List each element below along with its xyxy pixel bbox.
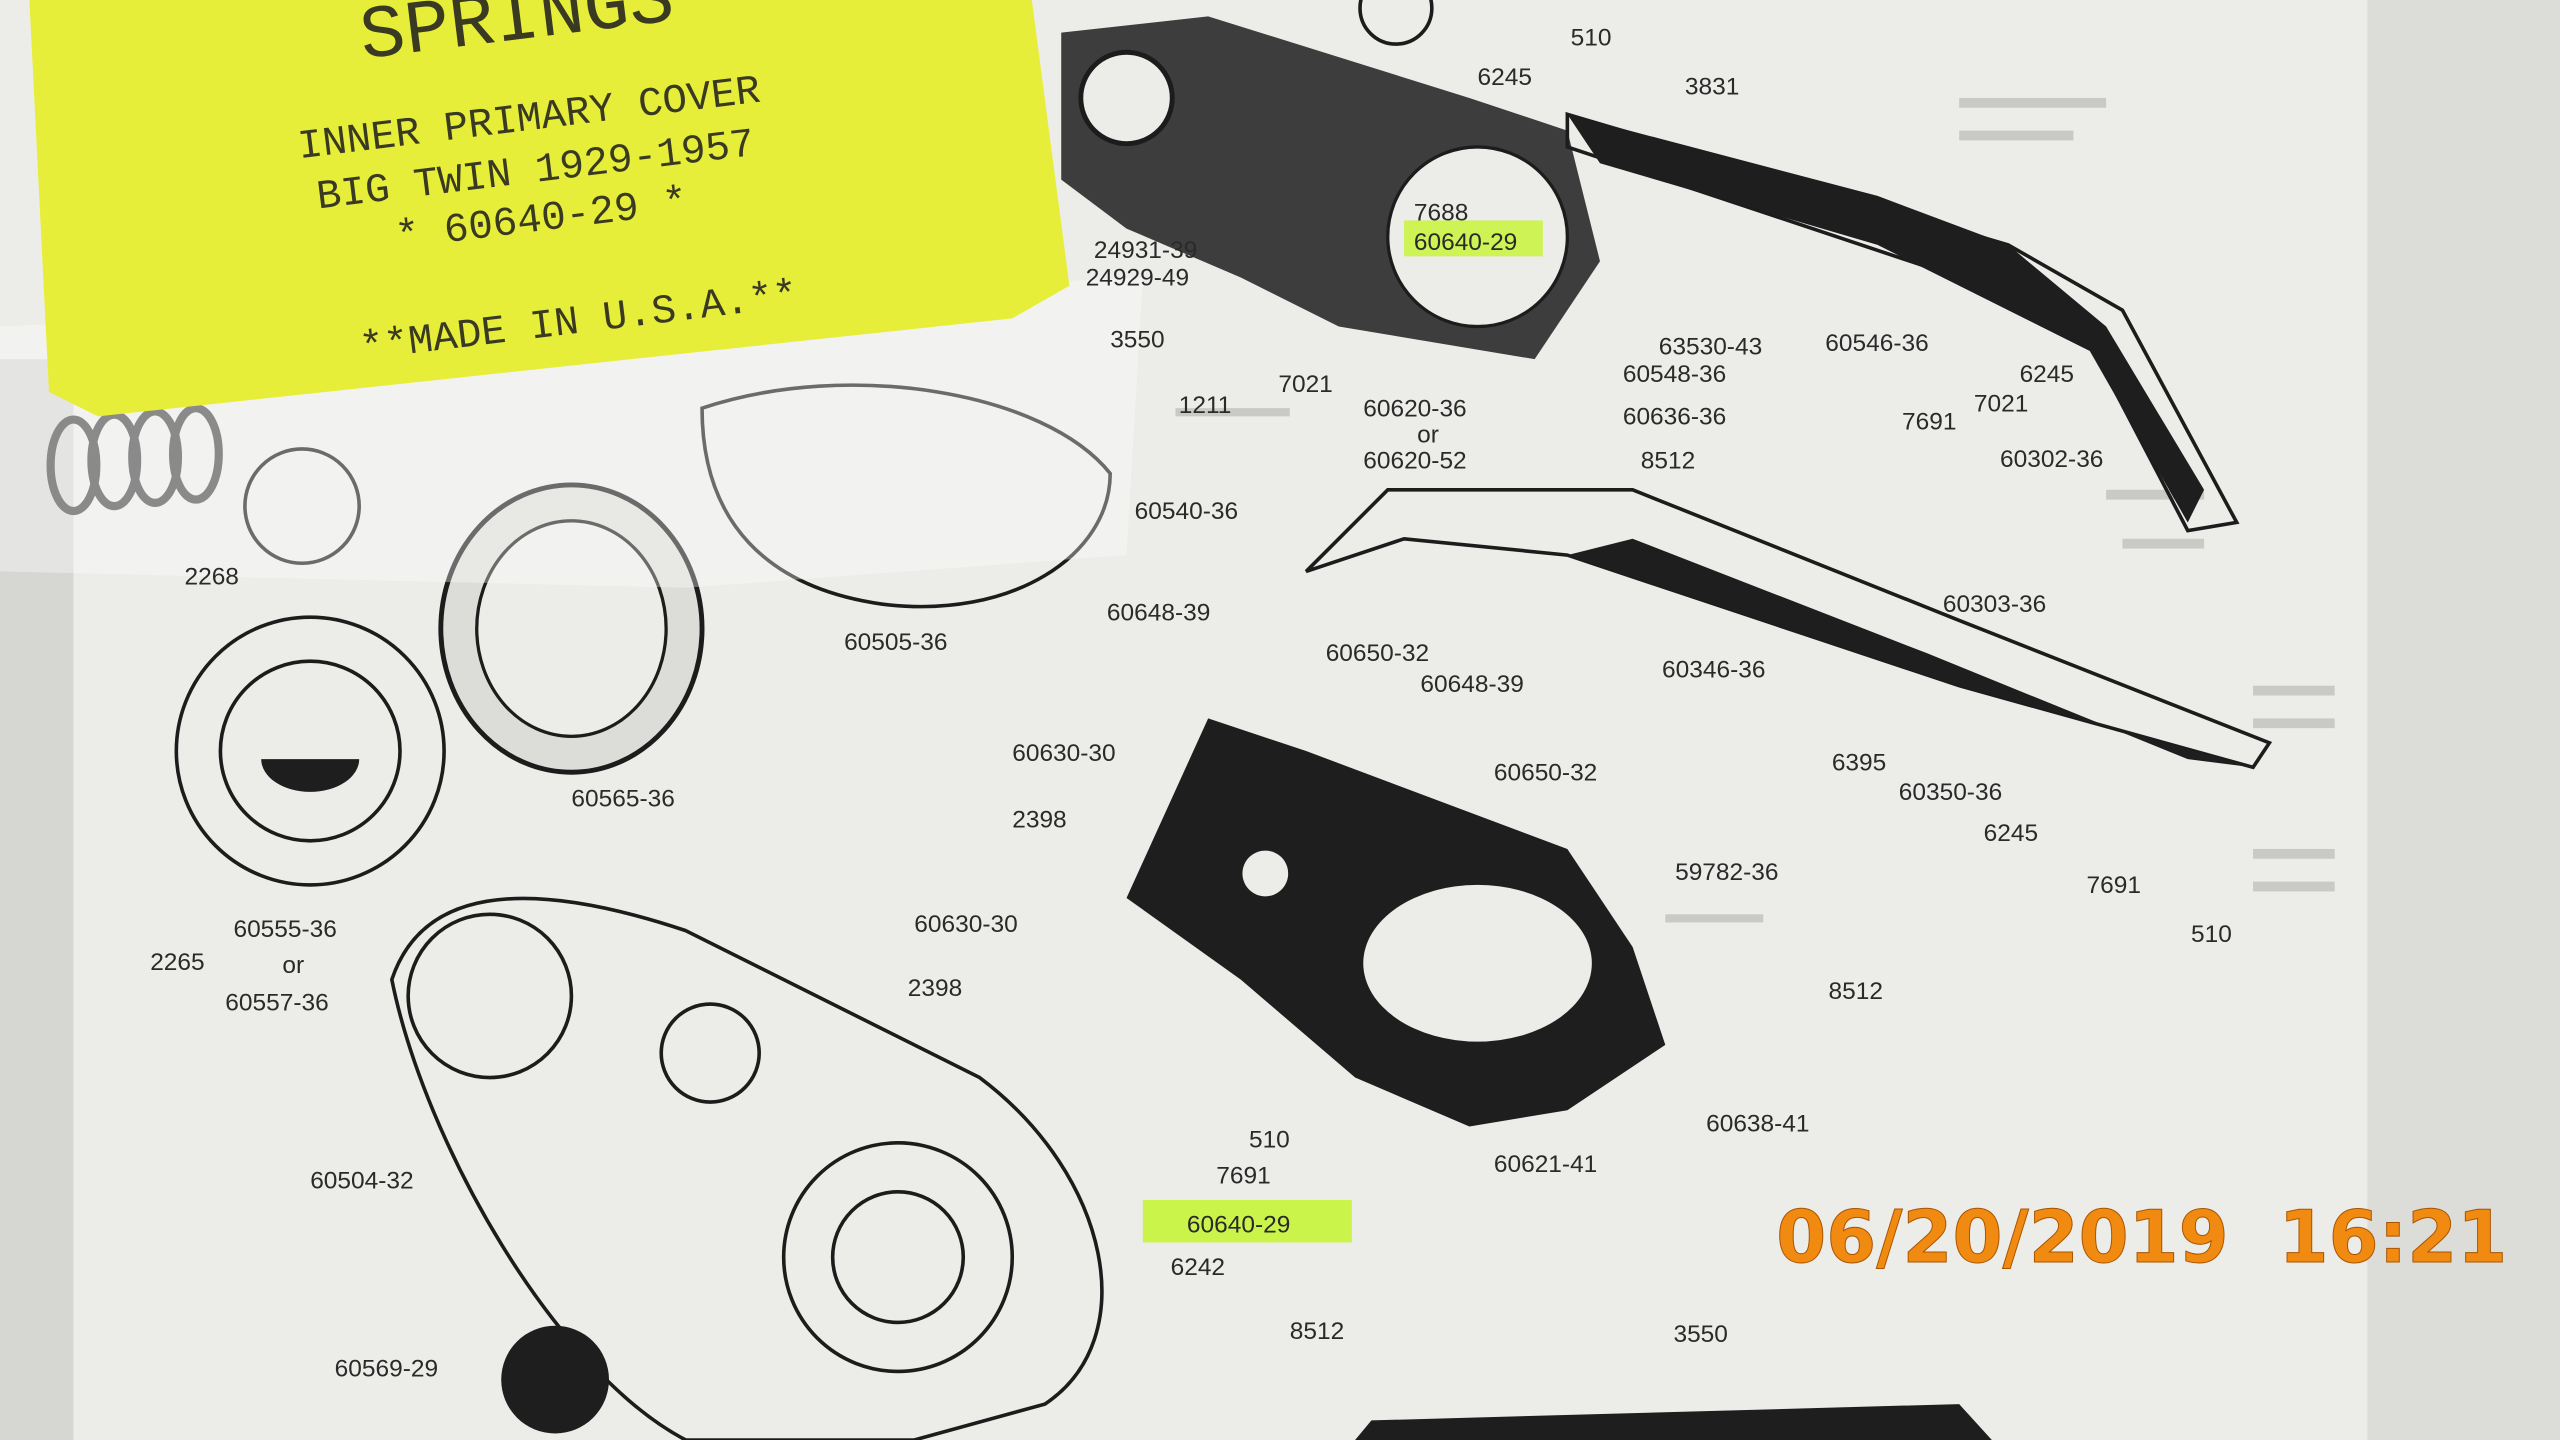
part-label: 60346-36 bbox=[1662, 657, 1765, 684]
part-label: 60555-36 bbox=[233, 916, 336, 943]
part-label: 60621-41 bbox=[1494, 1151, 1597, 1178]
part-label: 59782-36 bbox=[1675, 859, 1778, 886]
springs bbox=[46, 404, 223, 516]
part-label: 60548-36 bbox=[1623, 361, 1726, 388]
part-label: 60546-36 bbox=[1825, 330, 1928, 357]
highlight-bottom bbox=[1142, 1200, 1352, 1243]
part-label: 24931-39 bbox=[1094, 237, 1197, 264]
part-label: 6245 bbox=[1478, 64, 1532, 91]
part-label: 7691 bbox=[1216, 1163, 1270, 1190]
part-label: 60302-36 bbox=[2000, 446, 2103, 473]
part-label: 60504-32 bbox=[310, 1168, 413, 1195]
part-label: 60303-36 bbox=[1943, 591, 2046, 618]
part-label: 2268 bbox=[184, 563, 238, 590]
part-label: 510 bbox=[2191, 921, 2232, 948]
part-label: 60565-36 bbox=[571, 786, 674, 813]
part-label: 8512 bbox=[1641, 448, 1695, 475]
part-label: 8512 bbox=[1829, 978, 1883, 1005]
part-label: 3550 bbox=[1673, 1321, 1727, 1348]
part-label: 60350-36 bbox=[1899, 779, 2002, 806]
part-label: 2398 bbox=[1012, 807, 1066, 834]
part-label: 7021 bbox=[1974, 390, 2028, 417]
part-label: 60540-36 bbox=[1135, 498, 1238, 525]
part-label: or bbox=[1417, 421, 1439, 448]
part-label: 60620-52 bbox=[1363, 448, 1466, 475]
outer-primary-cover-drawing bbox=[389, 718, 1992, 1440]
part-label: 7691 bbox=[1902, 408, 1956, 435]
highlight-top bbox=[1404, 220, 1543, 257]
page-shadow bbox=[2367, 0, 2560, 1440]
gasket-drawings bbox=[174, 383, 1113, 887]
timestamp: 06/20/2019 16:21 bbox=[1776, 1195, 2507, 1279]
left-page-edge bbox=[0, 359, 74, 1440]
part-label: 60505-36 bbox=[844, 629, 947, 656]
part-label: 510 bbox=[1249, 1127, 1290, 1154]
part-label: 60638-41 bbox=[1706, 1110, 1809, 1137]
part-label: 60630-30 bbox=[914, 911, 1017, 938]
part-label: 60620-36 bbox=[1363, 395, 1466, 422]
part-label-highlighted: 60640-29 bbox=[1187, 1212, 1290, 1239]
faint-catalog-text bbox=[1175, 97, 2335, 923]
part-label: 60569-29 bbox=[335, 1355, 438, 1382]
part-label: 60648-39 bbox=[1107, 599, 1210, 626]
part-label: 7691 bbox=[2087, 872, 2141, 899]
part-label: 60650-32 bbox=[1326, 640, 1429, 667]
part-label: 510 bbox=[1571, 25, 1612, 52]
part-label: 7021 bbox=[1278, 371, 1332, 398]
part-label: 2265 bbox=[150, 949, 204, 976]
part-label: or bbox=[282, 952, 304, 979]
part-label: 2398 bbox=[908, 975, 962, 1002]
part-label: 24929-49 bbox=[1086, 265, 1189, 292]
part-callouts: 510 3831 6245 7688 60640-29 24931-39 249… bbox=[150, 25, 2232, 1383]
part-label: 3550 bbox=[1110, 327, 1164, 354]
package-label: SPRINGS INNER PRIMARY COVER BIG TWIN 192… bbox=[29, 0, 1070, 417]
part-label: 7688 bbox=[1414, 199, 1468, 226]
part-label: 63530-43 bbox=[1659, 333, 1762, 360]
part-label: 60557-36 bbox=[225, 990, 328, 1017]
part-label: 6242 bbox=[1171, 1254, 1225, 1281]
part-label: 3831 bbox=[1685, 74, 1739, 101]
part-label-highlighted: 60640-29 bbox=[1414, 229, 1517, 256]
part-label: 6245 bbox=[1984, 820, 2038, 847]
part-label: 8512 bbox=[1290, 1318, 1344, 1345]
part-label: 60648-39 bbox=[1420, 671, 1523, 698]
part-label: 6395 bbox=[1832, 750, 1886, 777]
part-label: 1211 bbox=[1179, 392, 1232, 419]
part-label: 60630-30 bbox=[1012, 740, 1115, 767]
part-label: 6245 bbox=[2020, 361, 2074, 388]
part-label: 60636-36 bbox=[1623, 403, 1726, 430]
part-label: 60650-32 bbox=[1494, 759, 1597, 786]
